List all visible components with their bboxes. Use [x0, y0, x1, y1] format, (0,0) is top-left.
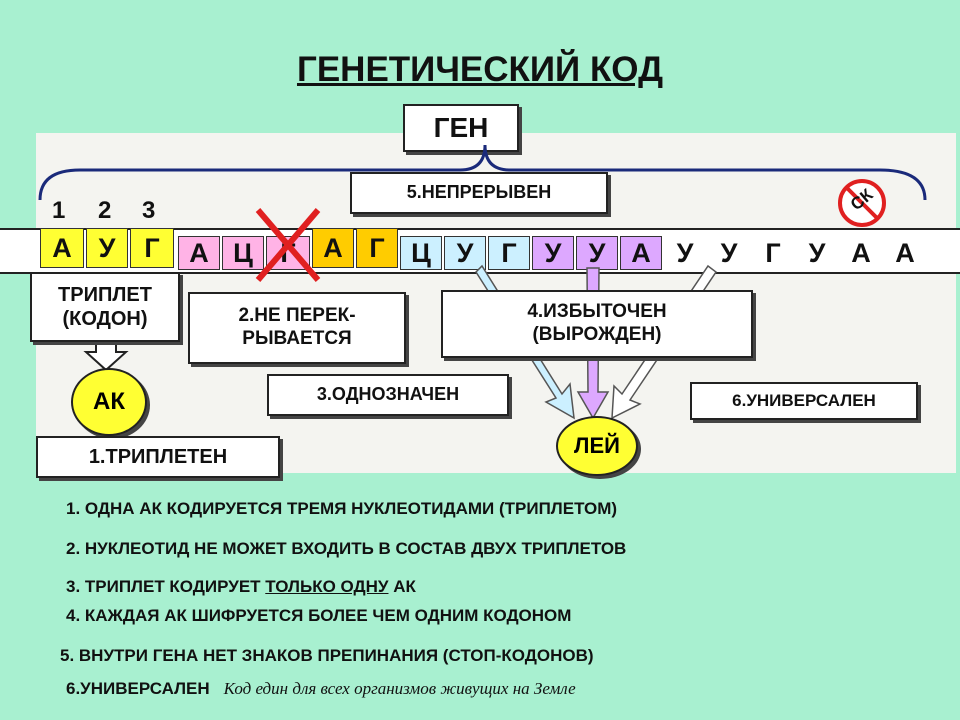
nucleotide-3: Г — [130, 228, 174, 268]
list-item-3: 3. ТРИПЛЕТ КОДИРУЕТ ТОЛЬКО ОДНУ АК — [66, 577, 416, 596]
gene-label-box: ГЕН — [403, 104, 519, 152]
property-universal: 6.УНИВЕРСАЛЕН — [690, 382, 918, 420]
nucleotide-5: Ц — [222, 236, 264, 270]
nucleotide-1: А — [40, 228, 84, 268]
leucine-circle: ЛЕЙ — [556, 416, 638, 476]
triplet-codon-box: ТРИПЛЕТ (КОДОН) — [30, 272, 180, 342]
property-redundant: 4.ИЗБЫТОЧЕН (ВЫРОЖДЕН) — [441, 290, 753, 358]
nucleotide-12: У — [532, 236, 574, 270]
nucleotide-9: Ц — [400, 236, 442, 270]
list-item-4: 4. КАЖДАЯ АК ШИФРУЕТСЯ БОЛЕЕ ЧЕМ ОДНИМ К… — [66, 606, 572, 625]
list-item-1: 1. ОДНА АК КОДИРУЕТСЯ ТРЕМЯ НУКЛЕОТИДАМИ… — [66, 499, 618, 518]
nucleotide-2: У — [86, 228, 128, 268]
arrow-to-ak — [83, 337, 129, 372]
property-non-overlapping: 2.НЕ ПЕРЕК- РЫВАЕТСЯ — [188, 292, 406, 364]
nucleotide-10: У — [444, 236, 486, 270]
position-2: 2 — [98, 197, 112, 224]
nucleotide-17: Г — [752, 236, 794, 270]
nucleotide-18: У — [796, 236, 838, 270]
page-title: ГЕНЕТИЧЕСКИЙ КОД — [296, 50, 663, 89]
stop-codon-icon — [838, 179, 886, 227]
position-1: 1 — [52, 197, 66, 224]
nucleotide-16: У — [708, 236, 750, 270]
nucleotide-14: А — [620, 236, 662, 270]
list-item-5: 5. ВНУТРИ ГЕНА НЕТ ЗНАКОВ ПРЕПИНАНИЯ (СТ… — [60, 646, 594, 665]
nucleotide-15: У — [664, 236, 706, 270]
gene-label: ГЕН — [433, 112, 489, 144]
nucleotide-19: А — [840, 236, 882, 270]
nucleotide-20: А — [884, 236, 926, 270]
list-item-2: 2. НУКЛЕОТИД НЕ МОЖЕТ ВХОДИТЬ В СОСТАВ Д… — [66, 539, 627, 558]
nucleotide-8: Г — [356, 228, 398, 268]
nucleotide-7: А — [312, 228, 354, 268]
property-triplet: 1.ТРИПЛЕТЕН — [36, 436, 280, 478]
amino-acid-circle: АК — [71, 368, 147, 436]
property-unambiguous: 3.ОДНОЗНАЧЕН — [267, 374, 509, 416]
red-cross-icon-line2 — [255, 208, 321, 282]
nucleotide-13: У — [576, 236, 618, 270]
nucleotide-11: Г — [488, 236, 530, 270]
universal-note: Код един для всех организмов живущих на … — [223, 679, 576, 698]
gene-brace — [38, 144, 927, 201]
property-continuous: 5.НЕПРЕРЫВЕН — [350, 172, 608, 214]
nucleotide-4: А — [178, 236, 220, 270]
position-3: 3 — [142, 197, 156, 224]
